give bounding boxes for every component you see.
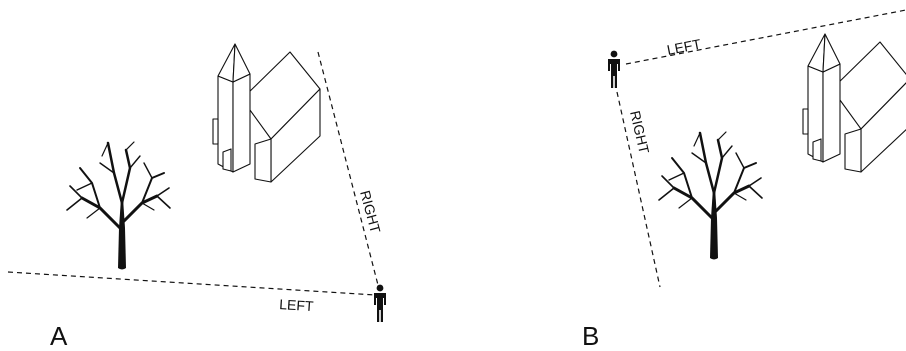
person-icon xyxy=(608,51,620,88)
church-icon xyxy=(213,44,320,182)
left-path-label: LEFT xyxy=(279,296,315,314)
person-icon xyxy=(374,285,386,322)
tree-icon xyxy=(67,142,170,270)
church-icon xyxy=(803,34,906,172)
left-path-line xyxy=(8,272,375,295)
panel-label: B xyxy=(582,321,599,351)
right-path-label: RIGHT xyxy=(627,109,652,155)
left-path-label: LEFT xyxy=(666,36,703,58)
panel-b: LEFT RIGHT B xyxy=(582,10,906,351)
right-path-line xyxy=(318,52,378,285)
panel-a: LEFT RIGHT A xyxy=(8,44,386,351)
panel-label: A xyxy=(50,321,68,351)
right-path-label: RIGHT xyxy=(357,189,384,236)
tree-icon xyxy=(659,132,762,260)
